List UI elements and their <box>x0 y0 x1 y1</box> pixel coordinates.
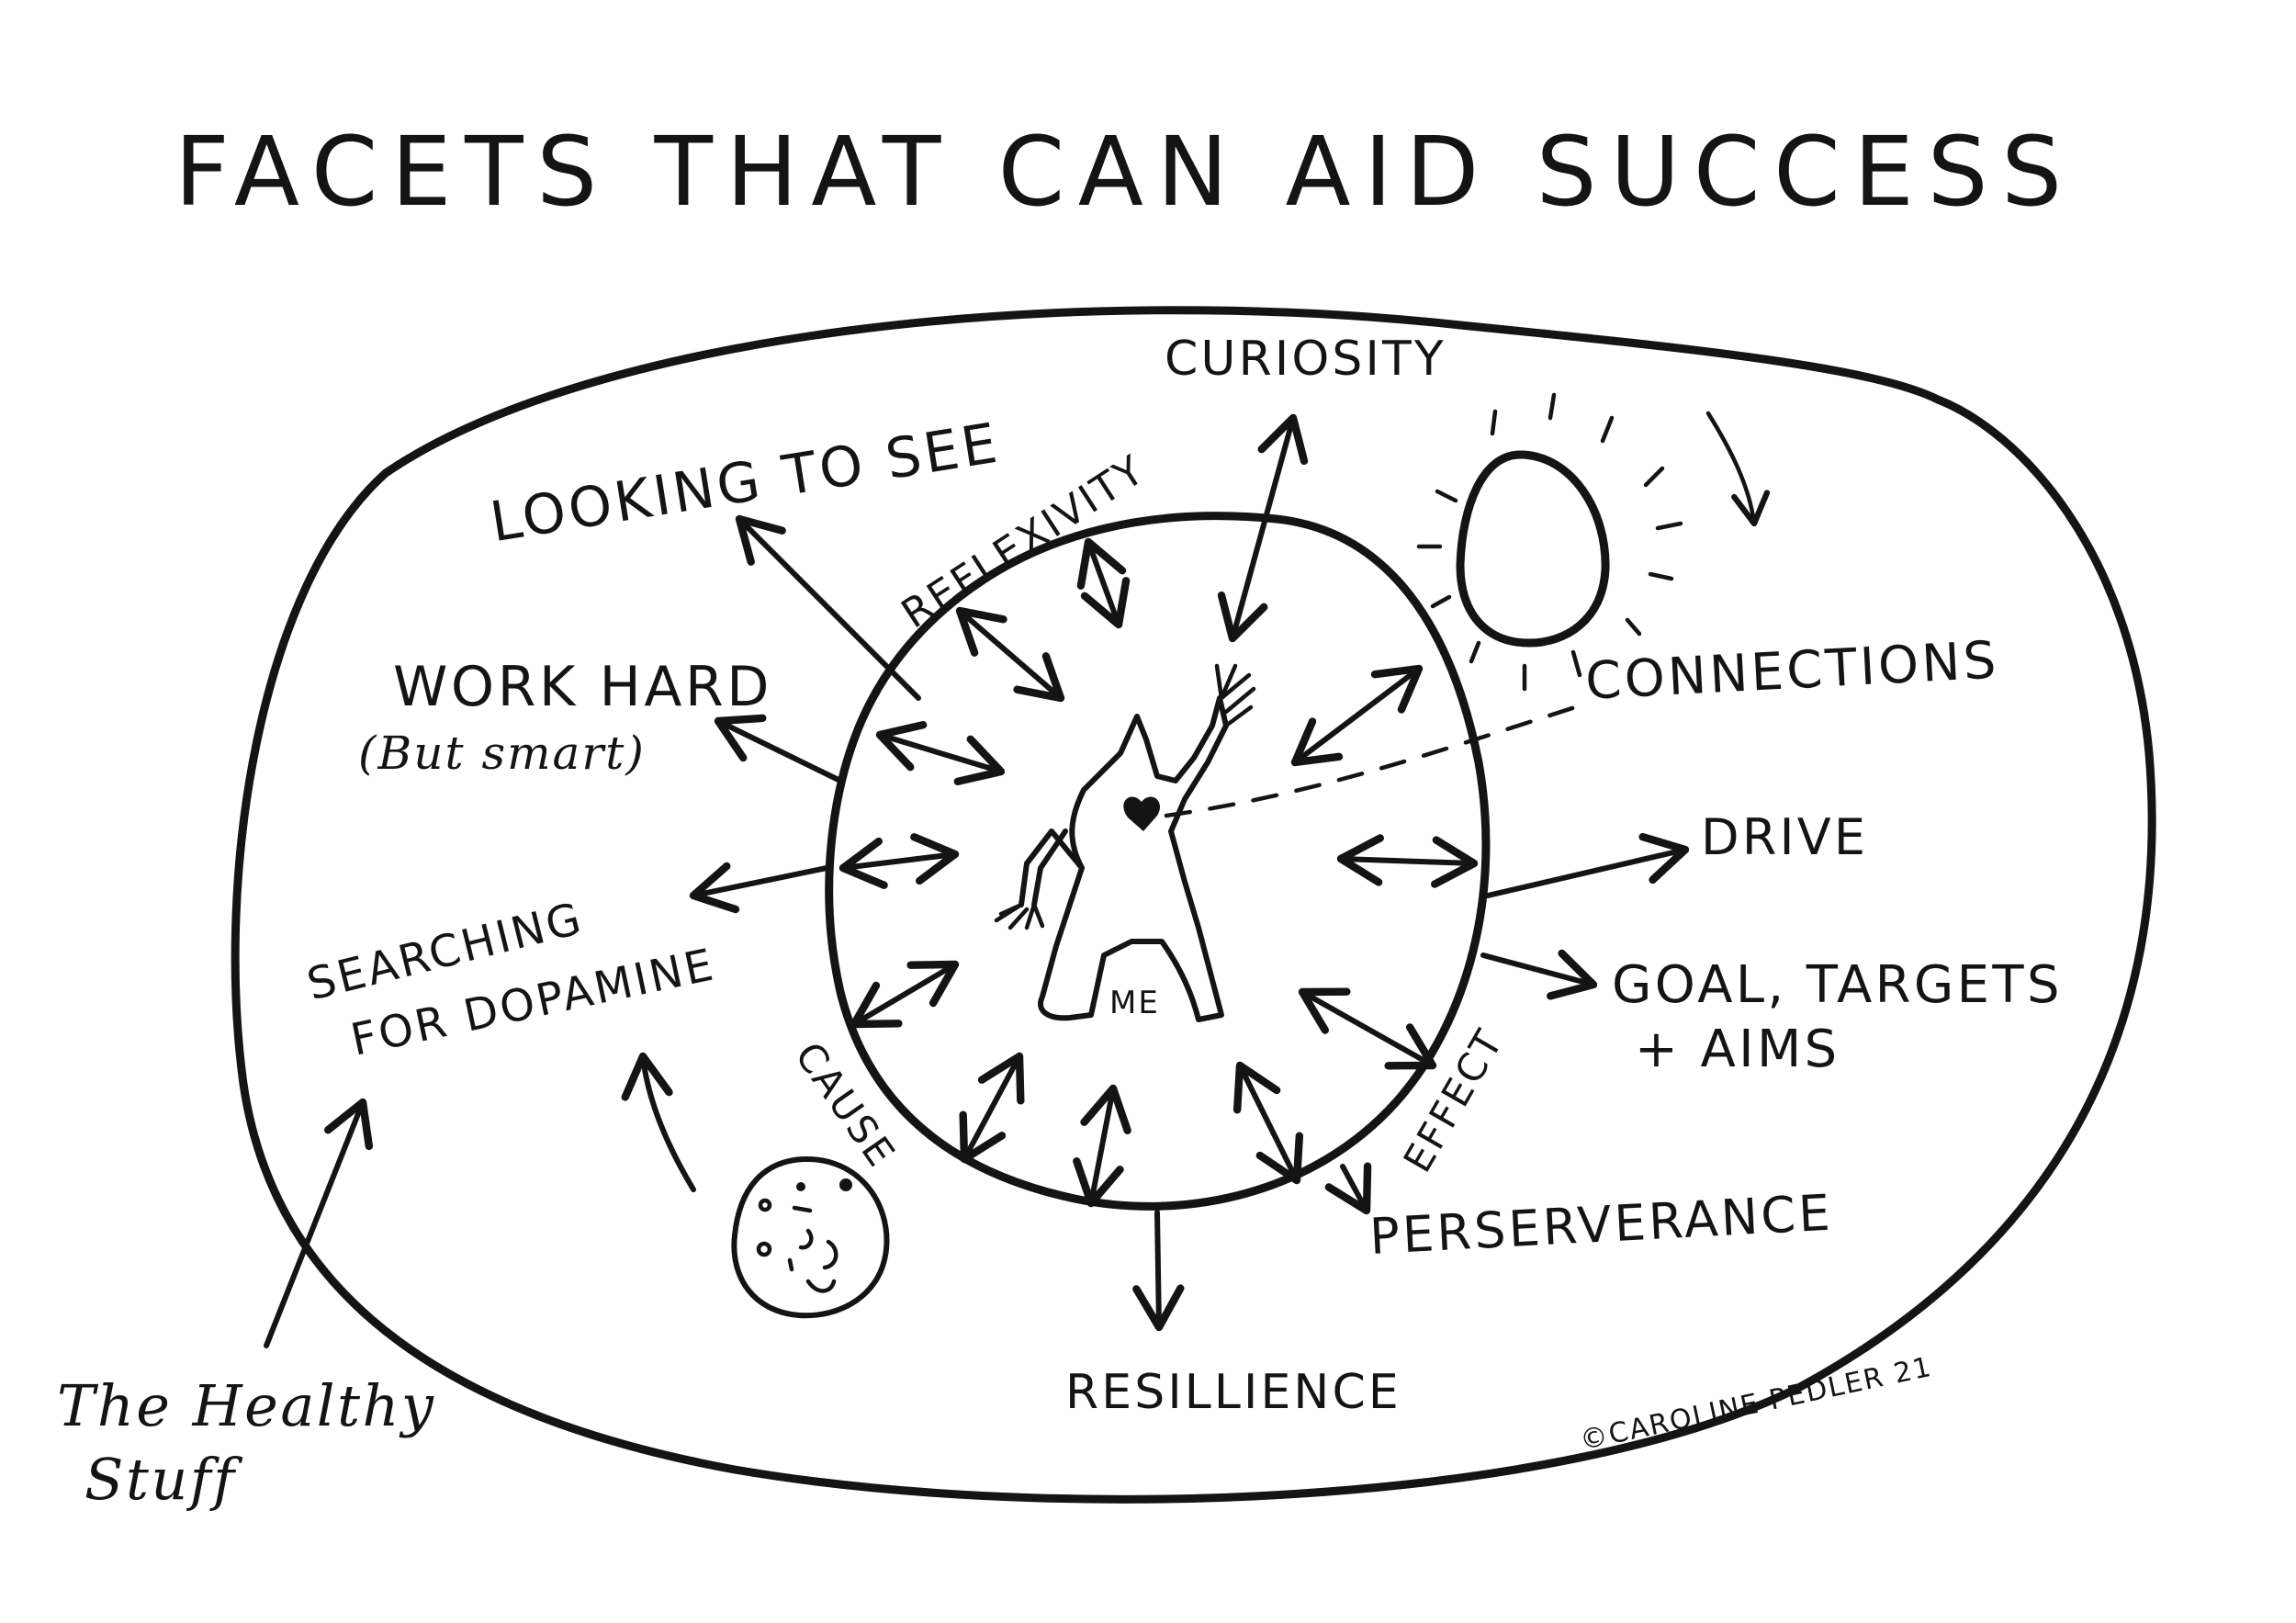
me-figure <box>994 663 1256 1022</box>
annotation-line2: Stuff <box>84 1446 237 1513</box>
label-goals-line1: GOAL, TARGETS <box>1612 955 2063 1015</box>
annotation-line1: The Healthy <box>57 1372 436 1439</box>
label-work-hard-note: (But smart) <box>358 727 646 780</box>
outer-boundary <box>231 306 2156 1504</box>
page-title: FACETS THAT CAN AID SUCCESS <box>174 116 2076 228</box>
cookie-icon <box>731 1155 890 1319</box>
heart-connections-dash <box>1164 704 1578 818</box>
label-curiosity: CURIOSITY <box>1165 332 1446 387</box>
arrows <box>264 413 1690 1348</box>
label-me: ME <box>1109 985 1160 1021</box>
inner-circle <box>825 512 1491 1211</box>
sun-icon <box>1416 392 1771 692</box>
label-work-hard: WORK HARD <box>393 655 773 719</box>
label-resillience: RESILLIENCE <box>1065 1365 1401 1420</box>
heart-icon <box>1123 796 1161 831</box>
label-drive: DRIVE <box>1701 808 1869 866</box>
label-goals-line2: + AIMS <box>1635 1020 1840 1079</box>
